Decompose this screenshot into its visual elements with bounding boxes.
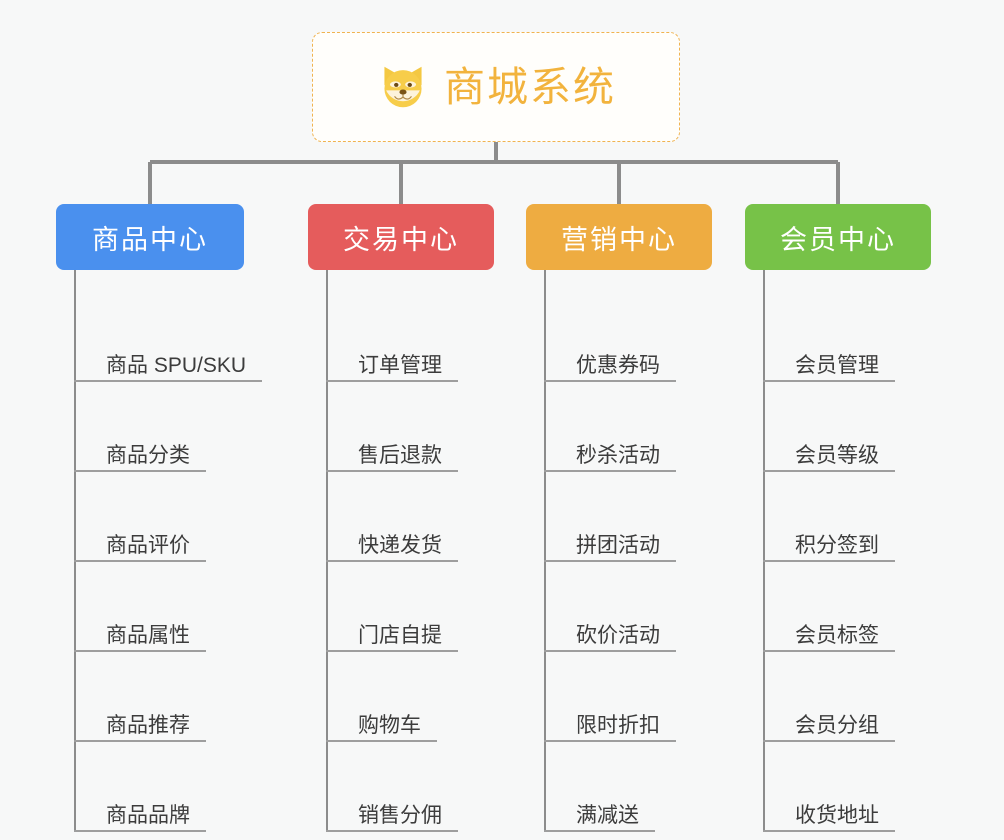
leaf-node[interactable]: 满减送 (544, 742, 712, 832)
branch-header-label: 会员中心 (780, 224, 896, 255)
leaf-label: 商品 SPU/SKU (106, 354, 247, 377)
leaf-node[interactable]: 会员等级 (763, 382, 931, 472)
leaf-node[interactable]: 商品 SPU/SKU (74, 292, 262, 382)
leaf-node[interactable]: 门店自提 (326, 562, 494, 652)
leaf-underline (74, 560, 206, 562)
leaf-label: 商品分类 (106, 444, 190, 467)
leaf-underline (544, 650, 676, 652)
leaf-node[interactable]: 限时折扣 (544, 652, 712, 742)
leaf-node[interactable]: 砍价活动 (544, 562, 712, 652)
leaf-node[interactable]: 秒杀活动 (544, 382, 712, 472)
leaf-underline (326, 740, 437, 742)
leaf-node[interactable]: 商品属性 (74, 562, 256, 652)
leaf-label: 快递发货 (358, 534, 442, 557)
leaf-label: 会员管理 (795, 354, 879, 377)
branch-header-2[interactable]: 交易中心 (308, 204, 494, 270)
leaf-label: 优惠券码 (576, 354, 660, 377)
leaf-node[interactable]: 订单管理 (326, 292, 494, 382)
leaf-label: 商品品牌 (106, 804, 190, 827)
leaf-node[interactable]: 商品评价 (74, 472, 256, 562)
branch-leaf-list-3: 优惠券码秒杀活动拼团活动砍价活动限时折扣满减送 (544, 270, 712, 832)
branch-leaf-list-1: 商品 SPU/SKU 商品分类商品评价商品属性商品推荐商品品牌 (74, 270, 262, 832)
leaf-underline (326, 830, 458, 832)
leaf-underline (74, 650, 206, 652)
branch-header-1[interactable]: 商品中心 (56, 204, 244, 270)
leaf-label: 商品评价 (106, 534, 190, 557)
leaf-underline (544, 470, 676, 472)
leaf-underline (763, 380, 895, 382)
leaf-underline (763, 650, 895, 652)
leaf-underline (74, 380, 262, 382)
leaf-underline (326, 650, 458, 652)
leaf-label: 限时折扣 (576, 714, 660, 737)
leaf-node[interactable]: 收货地址 (763, 742, 931, 832)
leaf-underline (763, 830, 895, 832)
branch-column-2: 交易中心订单管理售后退款快递发货门店自提购物车销售分佣 (308, 204, 494, 832)
branch-leaf-list-4: 会员管理会员等级积分签到会员标签会员分组收货地址 (763, 270, 931, 832)
leaf-label: 秒杀活动 (576, 444, 660, 467)
leaf-label: 砍价活动 (576, 624, 660, 647)
leaf-node[interactable]: 积分签到 (763, 472, 931, 562)
leaf-node[interactable]: 快递发货 (326, 472, 494, 562)
leaf-label: 购物车 (358, 714, 421, 737)
leaf-node[interactable]: 优惠券码 (544, 292, 712, 382)
branch-leaf-list-2: 订单管理售后退款快递发货门店自提购物车销售分佣 (326, 270, 494, 832)
leaf-underline (74, 740, 206, 742)
branch-header-label: 交易中心 (343, 224, 459, 255)
leaf-node[interactable]: 销售分佣 (326, 742, 494, 832)
leaf-underline (763, 470, 895, 472)
leaf-label: 会员等级 (795, 444, 879, 467)
branch-column-4: 会员中心会员管理会员等级积分签到会员标签会员分组收货地址 (745, 204, 931, 832)
branch-column-3: 营销中心优惠券码秒杀活动拼团活动砍价活动限时折扣满减送 (526, 204, 712, 832)
branch-spine-line (74, 270, 76, 832)
leaf-underline (74, 830, 206, 832)
leaf-label: 销售分佣 (358, 804, 442, 827)
leaf-underline (326, 470, 458, 472)
leaf-label: 门店自提 (358, 624, 442, 647)
branch-column-1: 商品中心商品 SPU/SKU 商品分类商品评价商品属性商品推荐商品品牌 (56, 204, 262, 832)
leaf-underline (326, 560, 458, 562)
leaf-underline (763, 560, 895, 562)
leaf-node[interactable]: 商品分类 (74, 382, 256, 472)
leaf-node[interactable]: 会员标签 (763, 562, 931, 652)
leaf-node[interactable]: 购物车 (326, 652, 494, 742)
leaf-label: 会员标签 (795, 624, 879, 647)
leaf-underline (544, 380, 676, 382)
leaf-underline (544, 830, 655, 832)
leaf-node[interactable]: 商品推荐 (74, 652, 256, 742)
leaf-underline (544, 740, 676, 742)
leaf-label: 会员分组 (795, 714, 879, 737)
leaf-node[interactable]: 会员管理 (763, 292, 931, 382)
leaf-underline (326, 380, 458, 382)
branch-header-4[interactable]: 会员中心 (745, 204, 931, 270)
leaf-label: 订单管理 (358, 354, 442, 377)
branch-spine-line (763, 270, 765, 832)
leaf-label: 积分签到 (795, 534, 879, 557)
branch-spine-line (326, 270, 328, 832)
leaf-node[interactable]: 会员分组 (763, 652, 931, 742)
leaf-label: 满减送 (576, 804, 639, 827)
leaf-label: 商品推荐 (106, 714, 190, 737)
root-title: 商城系统 (444, 63, 616, 110)
leaf-label: 商品属性 (106, 624, 190, 647)
branch-header-3[interactable]: 营销中心 (526, 204, 712, 270)
leaf-label: 收货地址 (795, 804, 879, 827)
leaf-node[interactable]: 售后退款 (326, 382, 494, 472)
branch-header-label: 营销中心 (561, 224, 677, 255)
leaf-underline (544, 560, 676, 562)
branch-header-label: 商品中心 (92, 224, 208, 255)
leaf-label: 拼团活动 (576, 534, 660, 557)
branch-spine-line (544, 270, 546, 832)
leaf-underline (763, 740, 895, 742)
leaf-node[interactable]: 拼团活动 (544, 472, 712, 562)
root-node[interactable]: 商城系统 (312, 32, 680, 142)
dog-face-emoji (384, 66, 422, 108)
leaf-label: 售后退款 (358, 444, 442, 467)
leaf-node[interactable]: 商品品牌 (74, 742, 256, 832)
leaf-underline (74, 470, 206, 472)
